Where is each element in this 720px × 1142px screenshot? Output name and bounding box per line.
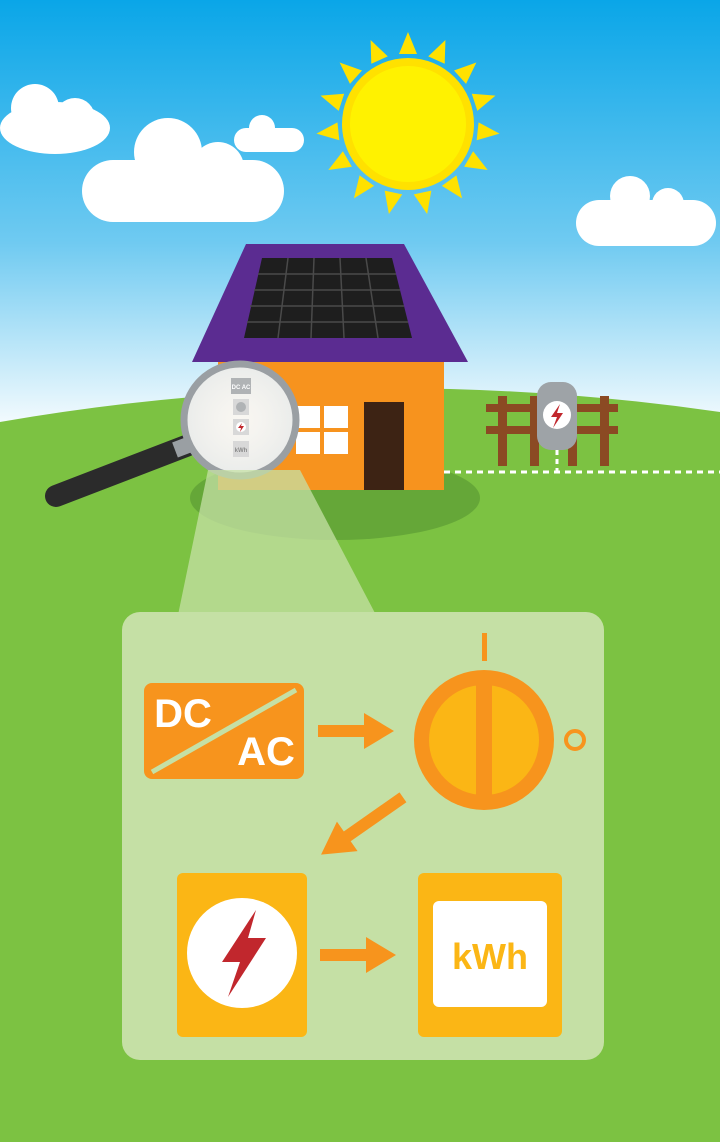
cloud-icon	[82, 118, 284, 222]
sun-icon	[316, 32, 500, 214]
lightning-bolt-icon	[222, 910, 266, 997]
cloud-icon	[576, 176, 716, 246]
solar-panel	[244, 257, 412, 339]
inverter-ac-label: AC	[237, 730, 295, 774]
switch-on-mark	[482, 633, 487, 661]
magnifier-icon: DC AC kWh	[45, 360, 300, 507]
breaker-icon	[177, 873, 307, 1037]
inverter-icon: DC AC	[144, 683, 304, 779]
energy-meter-icon: kWh	[418, 873, 562, 1037]
switch-off-mark	[564, 729, 586, 751]
inverter-dc-label: DC	[154, 692, 212, 736]
window	[296, 406, 348, 454]
isolator-switch-icon	[414, 633, 586, 810]
cloud-icon	[0, 84, 110, 154]
arrow-icon	[320, 937, 396, 973]
arrow-icon	[321, 792, 407, 855]
cloud-icon	[234, 115, 304, 152]
meter-kwh-label: kWh	[452, 936, 528, 977]
arrow-icon	[318, 713, 394, 749]
door	[364, 402, 404, 490]
zoom-beam	[178, 470, 376, 615]
grid-meter-icon	[537, 382, 577, 450]
mini-meter-label: kWh	[235, 448, 248, 454]
mini-inverter-label: DC AC	[232, 385, 251, 391]
